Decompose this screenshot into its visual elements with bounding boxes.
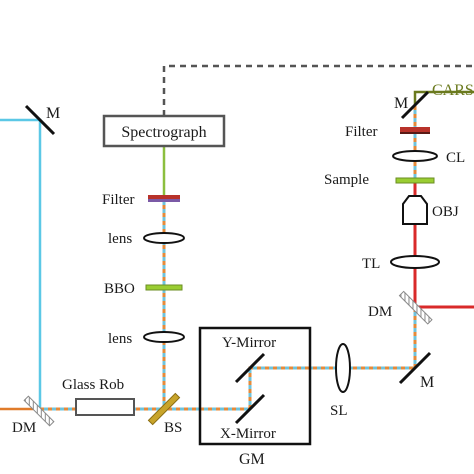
cars-output-line [413, 90, 474, 105]
label-dm-bottom-left: DM [12, 420, 36, 436]
dm-right [398, 290, 433, 325]
lens-lower [143, 331, 185, 343]
y-mirror [234, 352, 266, 384]
bbo-crystal [145, 284, 183, 291]
dm-bottom-left [23, 395, 55, 427]
label-bs: BS [164, 420, 182, 436]
label-obj: OBJ [432, 204, 459, 220]
label-mirror-top-left: M [46, 105, 60, 122]
lens-upper [143, 232, 185, 244]
tube-lens [390, 255, 440, 269]
filter-right-element-b [400, 132, 430, 134]
label-sample: Sample [324, 172, 369, 188]
x-mirror [234, 393, 266, 425]
galvo-box [198, 326, 312, 446]
filter-right-element [400, 127, 430, 132]
label-y-mirror: Y-Mirror [222, 335, 276, 351]
label-gm: GM [239, 451, 265, 468]
label-tl: TL [362, 256, 380, 272]
dashed-signal-line [162, 64, 474, 116]
glass-rod [75, 398, 135, 416]
label-lens-lower: lens [108, 331, 132, 347]
condenser-lens [392, 150, 438, 162]
label-glass-rod: Glass Rob [62, 377, 124, 393]
label-filter-right: Filter [345, 124, 378, 140]
label-dm-right: DM [368, 304, 392, 320]
label-cl: CL [446, 150, 465, 166]
label-bbo: BBO [104, 281, 135, 297]
label-filter-left: Filter [102, 192, 135, 208]
mirror-top-right [400, 90, 430, 120]
scan-lens [335, 343, 351, 393]
spectrograph-box [102, 114, 226, 148]
mirror-bottom-right [398, 351, 432, 385]
label-mirror-top-right: M [394, 95, 408, 112]
blue-beam [0, 118, 42, 410]
label-mirror-bottom-right: M [420, 374, 434, 391]
label-lens-upper: lens [108, 231, 132, 247]
objective [402, 195, 428, 225]
beam-splitter [147, 392, 181, 426]
filter-left-element-b [148, 199, 180, 202]
label-cars: CARS [432, 82, 474, 99]
label-sl: SL [330, 403, 348, 419]
filter-left-element [148, 195, 180, 199]
label-x-mirror: X-Mirror [220, 426, 276, 442]
spectrograph-label: Spectrograph [121, 124, 206, 141]
mirror-top-left [24, 104, 56, 136]
sample [395, 177, 435, 184]
